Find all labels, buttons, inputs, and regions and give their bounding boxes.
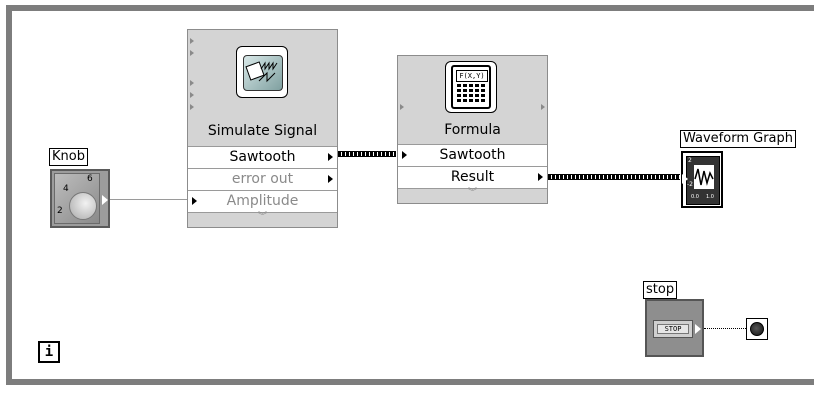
- error-out-arrow: [328, 175, 333, 183]
- stop-button[interactable]: STOP: [653, 320, 693, 338]
- simulate-signal-sawtooth-label: Sawtooth: [229, 149, 296, 165]
- simulate-signal-error-out-label: error out: [231, 171, 294, 187]
- simulate-signal-node[interactable]: Simulate Signal Sawtooth error out Ampli…: [187, 29, 338, 228]
- stop-label[interactable]: stop: [643, 281, 678, 299]
- graph-axis-label-2: 2: [688, 157, 692, 164]
- knob-output-terminal[interactable]: [102, 195, 108, 205]
- simulate-signal-sawtooth-row[interactable]: Sawtooth: [188, 146, 337, 168]
- formula-resize-grip[interactable]: ︾: [398, 188, 547, 199]
- sawtooth-output-arrow: [328, 153, 333, 161]
- knob-terminal[interactable]: 2 4 6: [50, 169, 110, 228]
- formula-result-label: Result: [450, 169, 495, 185]
- knob-dial-icon: 2 4 6: [54, 173, 100, 224]
- knob-label[interactable]: Knob: [49, 148, 88, 166]
- wire-sawtooth-to-formula[interactable]: [338, 151, 396, 157]
- formula-sawtooth-row[interactable]: Sawtooth: [398, 144, 547, 166]
- formula-node[interactable]: F(X,Y) Formula Sawtooth Result ︾: [397, 55, 548, 204]
- wire-result-to-waveform-graph[interactable]: [548, 174, 680, 180]
- formula-title: Formula: [444, 122, 501, 138]
- knob-tick-4: 4: [63, 184, 69, 194]
- stop-button-label: STOP: [664, 325, 682, 333]
- formula-result-output-arrow: [538, 173, 543, 181]
- formula-sawtooth-label: Sawtooth: [439, 147, 506, 163]
- graph-axis-label-neg2: -2: [687, 181, 693, 188]
- wire-knob-to-amplitude[interactable]: [110, 199, 188, 200]
- knob-tick-6: 6: [87, 174, 93, 184]
- simulate-signal-title: Simulate Signal: [207, 123, 318, 139]
- knob-tick-2: 2: [57, 206, 63, 216]
- formula-icon: F(X,Y): [445, 61, 497, 113]
- formula-sawtooth-input-arrow: [402, 151, 407, 159]
- graph-axis-label-1: 1.0: [706, 194, 714, 200]
- simulate-signal-amplitude-row[interactable]: Amplitude: [188, 190, 337, 212]
- waveform-graph-input-arrow: [682, 174, 688, 184]
- waveform-graph-label[interactable]: Waveform Graph: [680, 130, 796, 148]
- graph-axis-label-0: 0.0: [691, 194, 699, 200]
- loop-condition-terminal[interactable]: [746, 318, 768, 340]
- iteration-label: i: [44, 344, 54, 360]
- stop-condition-icon: [750, 322, 764, 336]
- formula-icon-display: F(X,Y): [456, 70, 488, 82]
- simulate-signal-resize-grip[interactable]: ︾: [188, 212, 337, 223]
- waveform-graph-icon: 2 -2 0.0 1.0: [686, 156, 720, 205]
- amplitude-input-arrow: [192, 197, 197, 205]
- iteration-terminal[interactable]: i: [38, 341, 60, 363]
- waveform-graph-terminal[interactable]: 2 -2 0.0 1.0: [681, 151, 723, 208]
- wire-stop-to-condition[interactable]: [704, 328, 746, 329]
- simulate-signal-icon: [236, 46, 288, 98]
- stop-output-arrow: [695, 324, 701, 334]
- simulate-signal-amplitude-label: Amplitude: [226, 193, 299, 209]
- simulate-signal-error-out-row[interactable]: error out: [188, 168, 337, 190]
- stop-terminal[interactable]: STOP: [645, 299, 704, 357]
- formula-result-row[interactable]: Result: [398, 166, 547, 188]
